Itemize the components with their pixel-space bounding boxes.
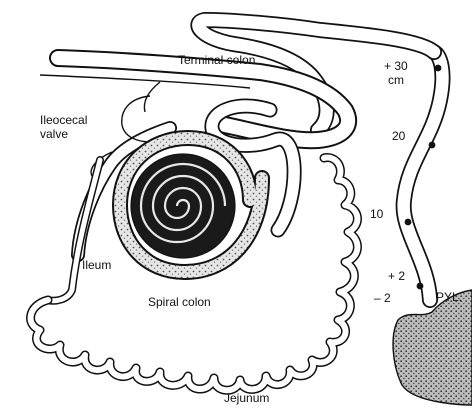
marker-unit: cm xyxy=(388,73,404,87)
marker-20: 20 xyxy=(392,129,406,143)
marker-dot-2 xyxy=(417,283,424,290)
label-pylorus: PYL. xyxy=(436,290,462,304)
label-ileum: Ileum xyxy=(82,258,111,272)
label-spiral-colon: Spiral colon xyxy=(148,295,211,309)
marker-plus2: + 2 xyxy=(388,269,405,283)
marker-dot-20 xyxy=(429,142,436,149)
marker-dot-10 xyxy=(405,219,412,226)
marker-minus2: – 2 xyxy=(374,291,391,305)
label-jejunum: Jejunum xyxy=(224,391,269,405)
marker-10: 10 xyxy=(370,207,384,221)
label-ileocecal-1: Ileocecal xyxy=(40,113,87,127)
label-ileocecal-2: valve xyxy=(40,127,68,141)
spiral-colon-coil xyxy=(131,154,235,258)
label-terminal-colon: Terminal colon xyxy=(178,53,255,67)
marker-dot-30 xyxy=(435,65,442,72)
marker-plus30: + 30 xyxy=(384,59,408,73)
